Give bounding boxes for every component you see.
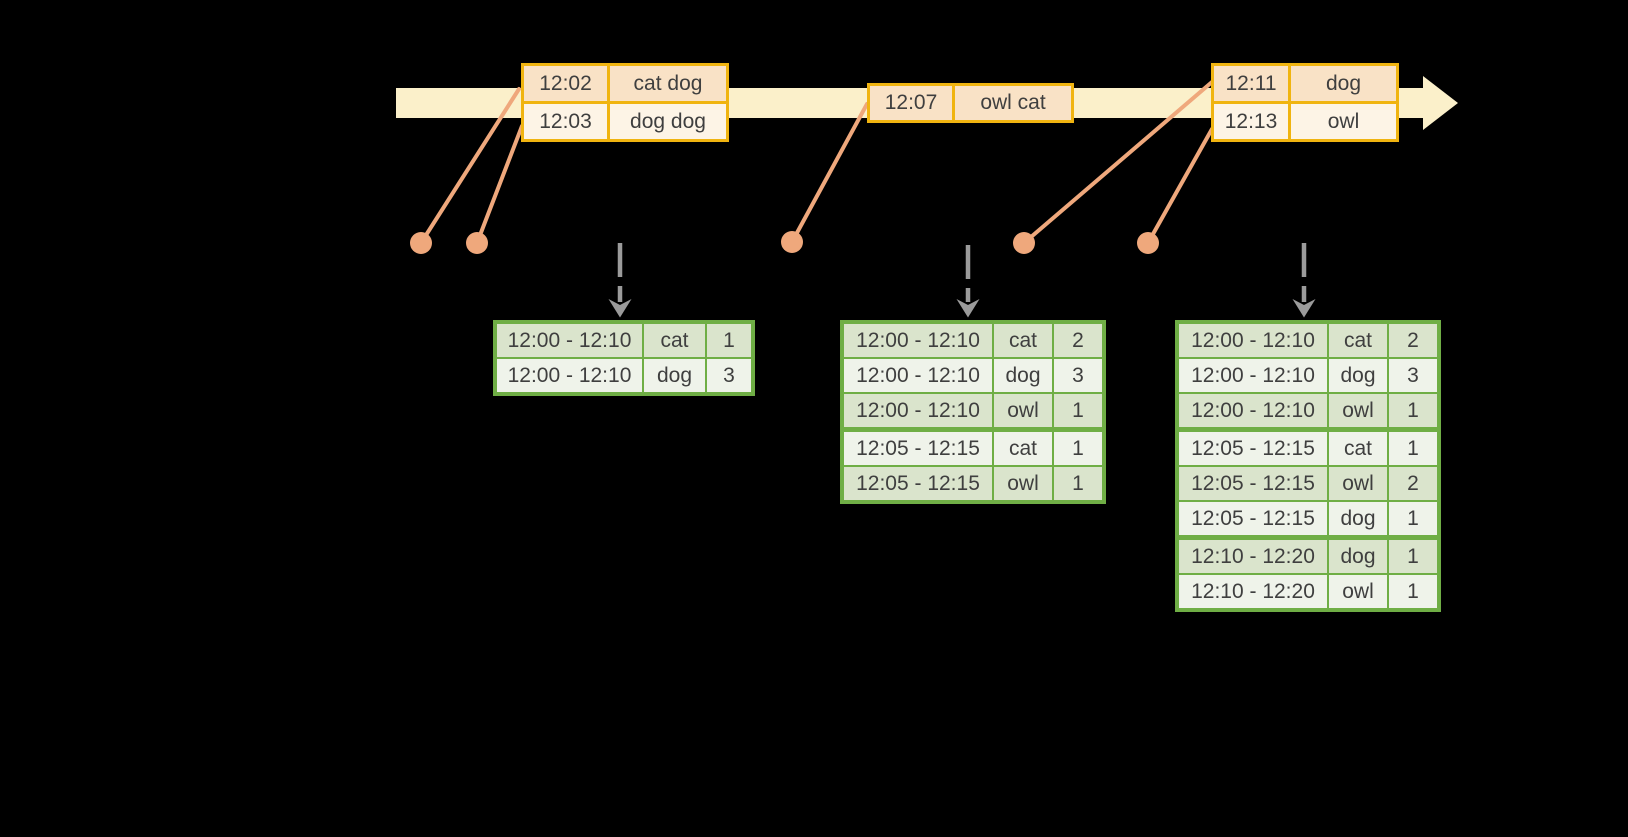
event-time-cell: 12:02	[524, 66, 607, 101]
event-dot-icon	[1137, 232, 1159, 254]
window-cell: 12:05 - 12:15	[844, 467, 992, 500]
event-time-cell: 12:13	[1214, 104, 1288, 139]
event-box-1211-1213: 12:11 dog 12:13 owl	[1211, 63, 1399, 142]
count-cell: 1	[1054, 467, 1102, 500]
window-cell: 12:00 - 12:10	[844, 394, 992, 427]
count-cell: 1	[1389, 540, 1437, 573]
window-cell: 12:05 - 12:15	[1179, 467, 1327, 500]
event-dots	[410, 231, 1159, 254]
window-cell: 12:00 - 12:10	[497, 324, 642, 357]
event-box-1202-1203: 12:02 cat dog 12:03 dog dog	[521, 63, 729, 142]
connector-line	[1146, 127, 1214, 245]
word-cell: dog	[1329, 540, 1387, 573]
word-cell: owl	[1329, 394, 1387, 427]
count-cell: 3	[1389, 359, 1437, 392]
word-cell: owl	[994, 467, 1052, 500]
connector-line	[790, 102, 869, 244]
table-row: 12:00 - 12:10 dog 3	[844, 359, 1102, 392]
event-time-cell: 12:03	[524, 104, 607, 139]
trigger-arrowheads	[608, 299, 1316, 318]
timeline-arrowhead-icon	[1423, 76, 1458, 130]
result-table-2: 12:00 - 12:10 cat 2 12:00 - 12:10 dog 3 …	[840, 320, 1106, 504]
word-cell: cat	[644, 324, 705, 357]
count-cell: 2	[1389, 324, 1437, 357]
event-words-cell: dog dog	[610, 104, 726, 139]
table-row: 12:10 - 12:20 owl 1	[1179, 575, 1437, 608]
word-cell: cat	[994, 432, 1052, 465]
table-row: 12:00 - 12:10 dog 3	[497, 359, 751, 392]
event-dot-icon	[466, 232, 488, 254]
count-cell: 3	[707, 359, 751, 392]
count-cell: 1	[1389, 575, 1437, 608]
window-cell: 12:00 - 12:10	[497, 359, 642, 392]
table-row: 12:05 - 12:15 owl 2	[1179, 467, 1437, 500]
count-cell: 1	[1054, 394, 1102, 427]
result-table-3: 12:00 - 12:10 cat 2 12:00 - 12:10 dog 3 …	[1175, 320, 1441, 612]
event-words-cell: owl	[1291, 104, 1396, 139]
event-dot-icon	[410, 232, 432, 254]
event-words-cell: dog	[1291, 66, 1396, 101]
word-cell: owl	[1329, 467, 1387, 500]
count-cell: 1	[707, 324, 751, 357]
table-row: 12:05 - 12:15 dog 1	[1179, 502, 1437, 535]
word-cell: dog	[994, 359, 1052, 392]
word-cell: cat	[1329, 324, 1387, 357]
event-dot-icon	[781, 231, 803, 253]
result-table-1: 12:00 - 12:10 cat 1 12:00 - 12:10 dog 3	[493, 320, 755, 396]
count-cell: 2	[1054, 324, 1102, 357]
connector-lines	[419, 80, 1214, 245]
window-cell: 12:10 - 12:20	[1179, 575, 1327, 608]
window-cell: 12:05 - 12:15	[1179, 432, 1327, 465]
window-cell: 12:05 - 12:15	[1179, 502, 1327, 535]
count-cell: 1	[1389, 394, 1437, 427]
count-cell: 1	[1054, 432, 1102, 465]
table-row: 12:00 - 12:10 cat 1	[497, 324, 751, 357]
word-cell: cat	[994, 324, 1052, 357]
word-cell: dog	[1329, 502, 1387, 535]
down-arrowhead-icon	[956, 299, 980, 318]
table-row: 12:05 - 12:15 cat 1	[844, 432, 1102, 465]
count-cell: 1	[1389, 502, 1437, 535]
word-cell: dog	[644, 359, 705, 392]
count-cell: 2	[1389, 467, 1437, 500]
window-cell: 12:00 - 12:10	[844, 359, 992, 392]
event-time-cell: 12:07	[870, 86, 952, 120]
count-cell: 1	[1389, 432, 1437, 465]
event-time-cell: 12:11	[1214, 66, 1288, 101]
table-row: 12:00 - 12:10 dog 3	[1179, 359, 1437, 392]
window-cell: 12:00 - 12:10	[1179, 324, 1327, 357]
event-box-1207: 12:07 owl cat	[867, 83, 1074, 123]
event-words-cell: cat dog	[610, 66, 726, 101]
table-row: 12:05 - 12:15 cat 1	[1179, 432, 1437, 465]
word-cell: owl	[994, 394, 1052, 427]
connector-line	[1022, 80, 1214, 245]
table-row: 12:00 - 12:10 owl 1	[1179, 394, 1437, 427]
connector-line	[475, 124, 524, 245]
count-cell: 3	[1054, 359, 1102, 392]
word-cell: owl	[1329, 575, 1387, 608]
window-cell: 12:10 - 12:20	[1179, 540, 1327, 573]
table-row: 12:00 - 12:10 owl 1	[844, 394, 1102, 427]
event-dot-icon	[1013, 232, 1035, 254]
table-row: 12:05 - 12:15 owl 1	[844, 467, 1102, 500]
window-cell: 12:00 - 12:10	[1179, 394, 1327, 427]
word-cell: dog	[1329, 359, 1387, 392]
window-cell: 12:05 - 12:15	[844, 432, 992, 465]
window-cell: 12:00 - 12:10	[844, 324, 992, 357]
event-words-cell: owl cat	[955, 86, 1071, 120]
trigger-arrows	[617, 243, 1307, 302]
table-row: 12:10 - 12:20 dog 1	[1179, 540, 1437, 573]
window-cell: 12:00 - 12:10	[1179, 359, 1327, 392]
connector-line	[419, 87, 521, 245]
table-row: 12:00 - 12:10 cat 2	[844, 324, 1102, 357]
down-arrowhead-icon	[608, 299, 632, 318]
table-row: 12:00 - 12:10 cat 2	[1179, 324, 1437, 357]
word-cell: cat	[1329, 432, 1387, 465]
down-arrowhead-icon	[1292, 299, 1316, 318]
